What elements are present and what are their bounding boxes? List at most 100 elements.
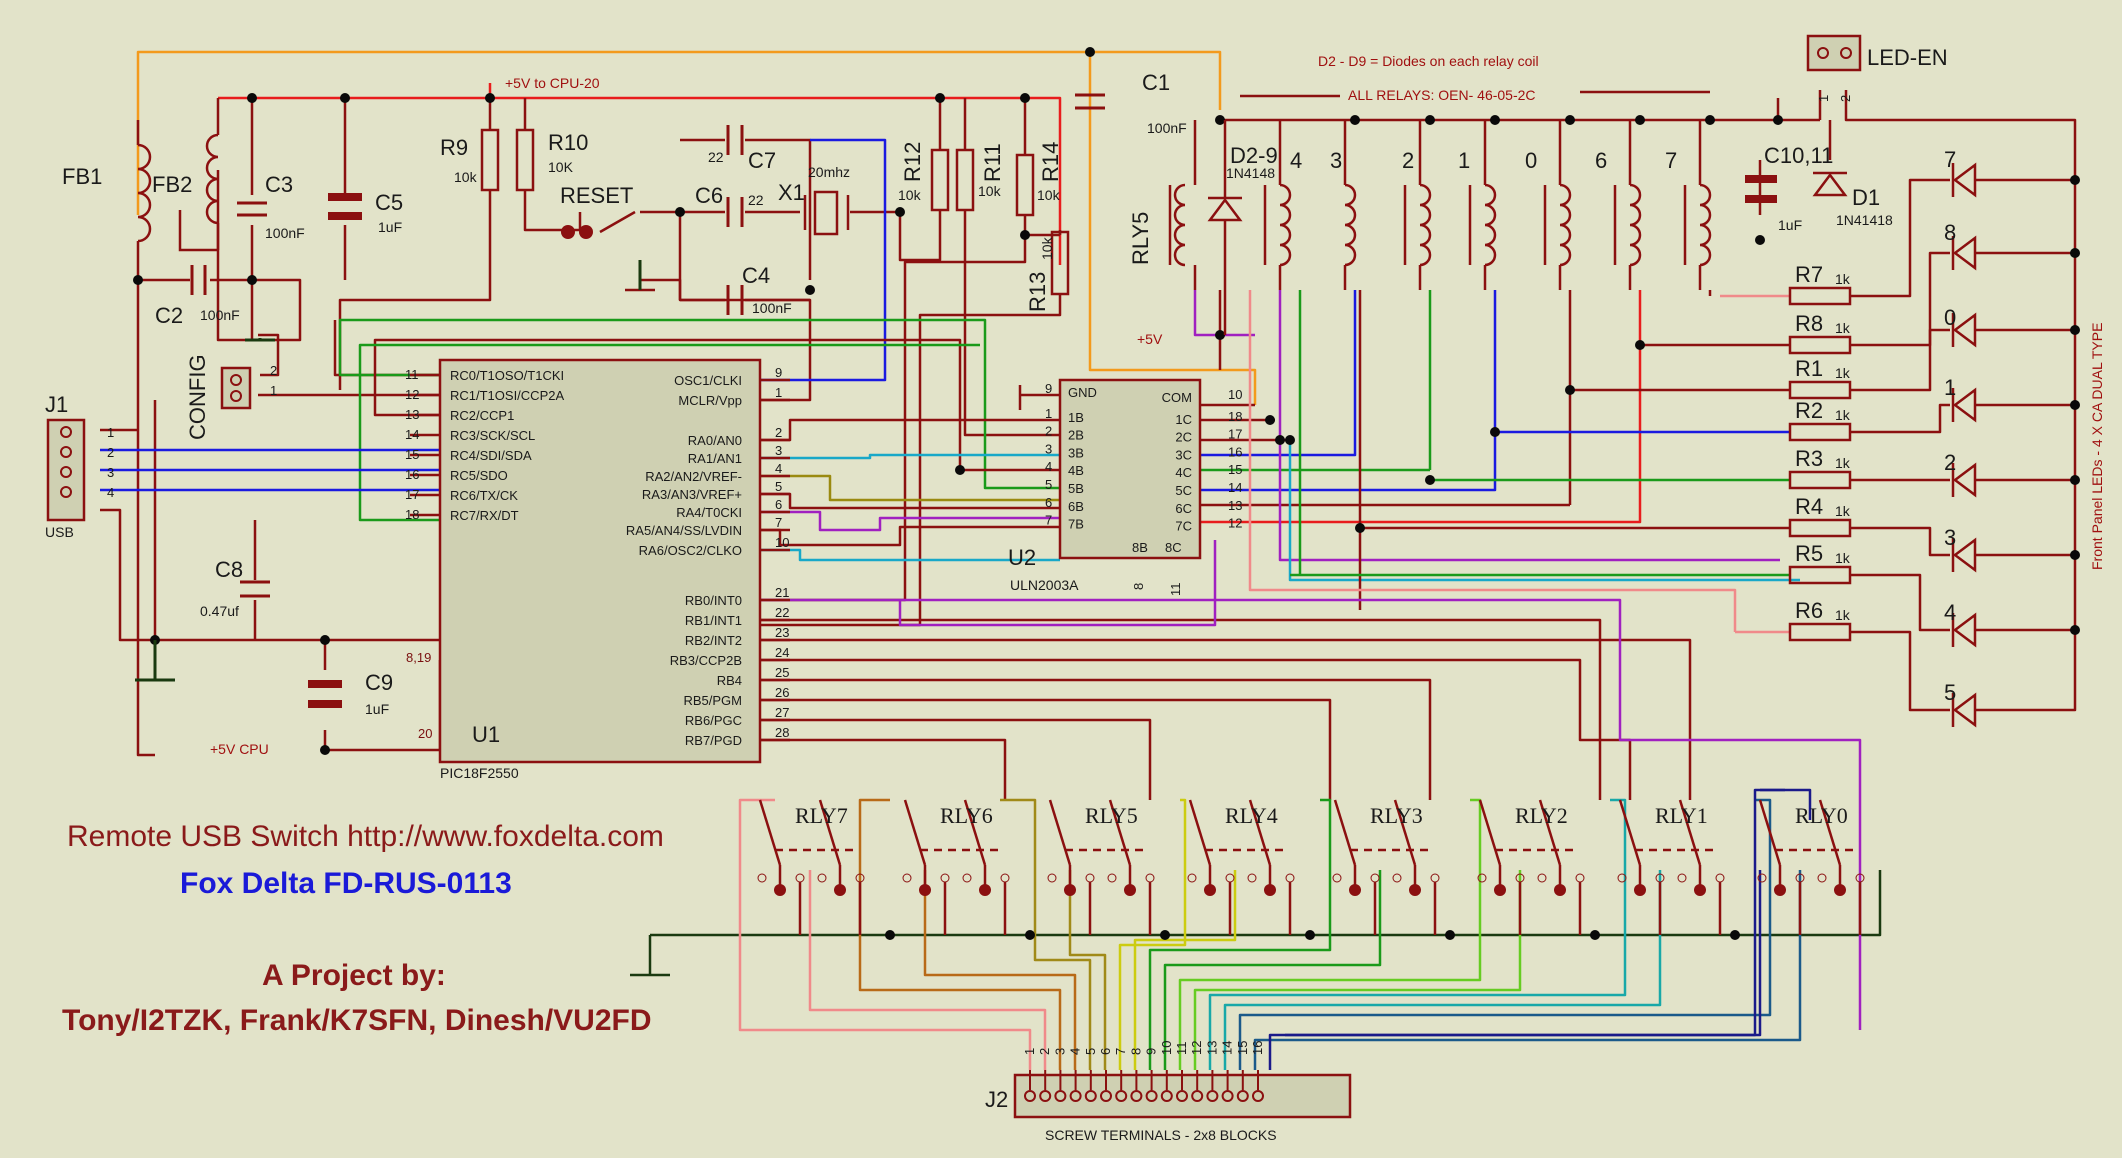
u2-left-pin-number: 6 <box>1045 495 1052 510</box>
u2-right-pin-number: 17 <box>1228 427 1242 442</box>
led-resistor-value: 1k <box>1835 550 1851 566</box>
led-number: 1 <box>1944 375 1956 400</box>
plus5v-label: +5V <box>1137 331 1163 347</box>
relay-contact: RLY4 <box>1187 799 1295 935</box>
u1-right-pin-name: RA6/OSC2/CLKO <box>639 543 742 558</box>
j2-terminal-hole[interactable] <box>1069 1090 1082 1102</box>
j2-terminal-hole[interactable] <box>1252 1090 1264 1102</box>
led-resistor-value: 1k <box>1835 455 1851 471</box>
config-pin-2: 2 <box>270 363 277 378</box>
u1-right-pin-number: 26 <box>775 685 789 700</box>
r13-value: 10k <box>1039 236 1055 260</box>
u1-right-pin-name: RB1/INT1 <box>685 613 742 628</box>
j2-screw-terminal[interactable] <box>1013 1070 1352 1119</box>
screw-label: SCREW TERMINALS - 2x8 BLOCKS <box>1045 1127 1277 1143</box>
u2-right-pin-number: 14 <box>1228 480 1242 495</box>
u1-right-pin-name: RA4/T0CKI <box>676 505 742 520</box>
u1-right-pin-name: RA3/AN3/VREF+ <box>642 487 742 502</box>
c10-11-label: C10,11 <box>1764 143 1833 168</box>
r13-label: R13 <box>1025 272 1050 312</box>
r9-label: R9 <box>440 135 468 160</box>
c4-capacitor <box>726 285 744 315</box>
j2-terminal-hole[interactable] <box>1160 1090 1173 1102</box>
u1-right-pin-name: RA0/AN0 <box>688 433 742 448</box>
c4-label: C4 <box>742 263 770 288</box>
u1-left-pin-number: 14 <box>405 427 419 442</box>
j2-terminal-hole[interactable] <box>1054 1090 1067 1102</box>
led-en-connector[interactable] <box>1806 34 1862 72</box>
j2-terminal-hole[interactable] <box>1084 1090 1097 1102</box>
u2-right-pin-number: 10 <box>1228 387 1242 402</box>
authors-label: Tony/I2TZK, Frank/K7SFN, Dinesh/VU2FD <box>62 1004 652 1037</box>
led-resistor-name: R6 <box>1795 598 1823 623</box>
j2-terminal-hole[interactable] <box>1206 1090 1219 1102</box>
j2-terminal-hole[interactable] <box>1130 1090 1143 1102</box>
u1-right-pin-number: 5 <box>775 479 782 494</box>
u1-right-pin-number: 3 <box>775 443 782 458</box>
j2-terminal-hole[interactable] <box>1145 1090 1158 1102</box>
config-jumper[interactable] <box>220 366 252 410</box>
page-title: Remote USB Switch http://www.foxdelta.co… <box>67 820 664 853</box>
u2-8c: 8C <box>1165 540 1182 555</box>
j2-pin-number: 10 <box>1159 1041 1174 1055</box>
fb2-label: FB2 <box>152 172 192 197</box>
c7-capacitor <box>726 125 744 155</box>
j2-terminal-hole[interactable] <box>1024 1090 1036 1102</box>
r12-resistor <box>930 148 950 212</box>
led-resistor-name: R8 <box>1795 311 1823 336</box>
c8-value: 0.47uf <box>200 603 239 619</box>
j2-pin-number: 6 <box>1098 1048 1113 1055</box>
u2-right-pin-name: 7C <box>1175 519 1192 534</box>
u2-right-pin-number: 16 <box>1228 444 1242 459</box>
u1-right-pin-number: 1 <box>775 385 782 400</box>
j2-terminal-hole[interactable] <box>1039 1090 1052 1102</box>
led-number: 7 <box>1944 147 1956 172</box>
j2-pin-number: 3 <box>1052 1048 1067 1055</box>
c6-label: C6 <box>695 183 723 208</box>
c10-11-capacitor <box>1745 175 1777 203</box>
u2-left-pin-number: 7 <box>1045 513 1052 528</box>
config-label: CONFIG <box>185 354 210 440</box>
u1-left-pin-number: 13 <box>405 407 419 422</box>
j1-label: J1 <box>45 392 68 417</box>
j2-pin-number: 14 <box>1220 1041 1235 1055</box>
j2-pin-number: 12 <box>1189 1041 1204 1055</box>
relay-contact-label: RLY1 <box>1655 803 1708 828</box>
relay-contact: RLY1 <box>1617 799 1725 935</box>
u1-right-pin-name: RB2/INT2 <box>685 633 742 648</box>
j2-terminal-hole[interactable] <box>1236 1090 1249 1102</box>
led-en-label: LED-EN <box>1867 45 1948 70</box>
j2-pin-number: 2 <box>1037 1048 1052 1055</box>
u1-right-pin-number: 22 <box>775 605 789 620</box>
j2-terminal-hole[interactable] <box>1100 1090 1112 1102</box>
u1-right-pin-name: RA1/AN1 <box>688 451 742 466</box>
r9-value: 10k <box>454 169 478 185</box>
u1-right-pin-name: RA2/AN2/VREF- <box>645 469 742 484</box>
c2-capacitor <box>190 265 207 295</box>
u1-left-pin-name: RC1/T1OSI/CCP2A <box>450 388 564 403</box>
c1-capacitor <box>1075 93 1105 110</box>
relay-coil-number: 0 <box>1525 148 1537 173</box>
j1-usb-connector[interactable] <box>46 418 86 522</box>
u2-right-pin-number: 12 <box>1228 516 1242 531</box>
j2-terminal-hole[interactable] <box>1115 1090 1128 1102</box>
relay-contact-label: RLY5 <box>1085 803 1138 828</box>
j2-terminal-hole[interactable] <box>1221 1090 1234 1102</box>
u2-right-pin-number: 13 <box>1228 498 1242 513</box>
r11-label: R11 <box>980 143 1005 182</box>
led-resistor-name: R2 <box>1795 398 1823 423</box>
u1-label: U1 <box>472 722 500 747</box>
u1-left-pin-number: 17 <box>405 487 419 502</box>
relays-note: ALL RELAYS: OEN- 46-05-2C <box>1348 87 1536 103</box>
cpu-supply2-label: +5V CPU <box>210 741 269 757</box>
j2-terminal-hole[interactable] <box>1191 1090 1204 1102</box>
j2-terminal-hole[interactable] <box>1176 1090 1188 1102</box>
u2-left-pin-name: 3B <box>1068 445 1084 460</box>
c2-value: 100nF <box>200 307 240 323</box>
u1-left-pin-number: 11 <box>405 367 419 382</box>
reset-button[interactable] <box>561 210 636 239</box>
led-number: 8 <box>1944 220 1956 245</box>
u1-right-pin-number: 25 <box>775 665 789 680</box>
j1-pin-2: 2 <box>107 445 114 460</box>
r14-value: 10k <box>1037 187 1061 203</box>
